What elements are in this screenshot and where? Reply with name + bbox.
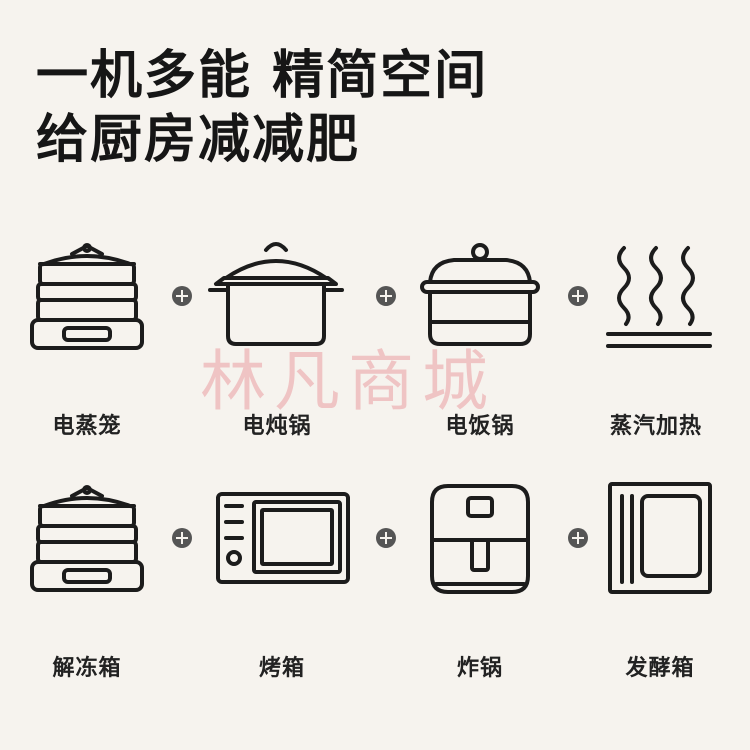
function-label-stew-pot: 电炖锅 [242,414,312,439]
steamer-icon [28,480,146,598]
oven-icon [216,492,350,584]
watermark: 林凡商城 [200,343,496,420]
headline-line-2: 给厨房减减肥 [36,110,361,170]
headline: 一机多能 精简空间 给厨房减减肥 [36,44,488,172]
headline-line-1: 一机多能 精简空间 [36,46,489,106]
function-label-steam-heat: 蒸汽加热 [609,414,702,439]
function-label-proofing-box: 发酵箱 [625,656,695,681]
steamer-icon [28,238,146,356]
plus-icon [568,528,588,548]
function-label-rice-cooker: 电饭锅 [445,414,515,439]
function-label-air-fryer: 炸锅 [456,656,503,681]
steam-heat-icon [604,238,714,356]
rice-cooker-icon [418,238,542,356]
plus-icon [172,528,192,548]
plus-icon [376,286,396,306]
proofing-box-icon [608,482,712,594]
plus-icon [568,286,588,306]
stew-pot-icon [208,238,344,356]
function-label-thaw-box: 解冻箱 [52,656,122,681]
function-label-oven: 烤箱 [258,656,305,681]
plus-icon [172,286,192,306]
air-fryer-icon [428,480,532,598]
plus-icon [376,528,396,548]
function-label-steamer: 电蒸笼 [52,414,122,439]
